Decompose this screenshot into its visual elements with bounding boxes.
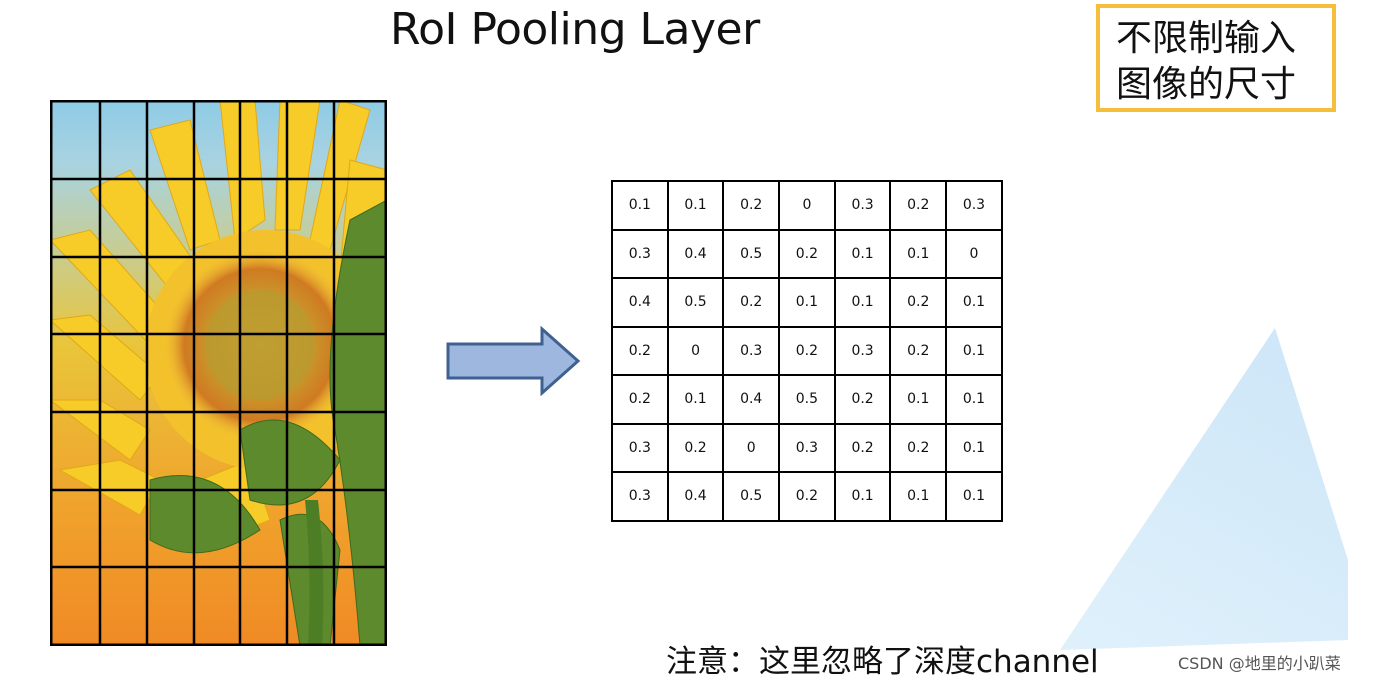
matrix-cell: 0.2: [889, 180, 948, 231]
matrix-cell: 0.3: [611, 471, 669, 522]
matrix-cell: 0.2: [611, 325, 669, 376]
matrix-cell: 0.1: [666, 180, 725, 231]
matrix-cell: 0.1: [889, 471, 948, 522]
matrix-cell: 0.1: [833, 228, 892, 279]
slide-title: RoI Pooling Layer: [390, 4, 760, 55]
matrix-cell: 0.4: [722, 374, 781, 425]
matrix-cell: 0.2: [722, 277, 781, 328]
matrix-cell: 0.2: [778, 325, 836, 376]
matrix-cell: 0: [778, 180, 836, 231]
matrix-cell: 0.1: [611, 180, 669, 231]
matrix-cell: 0.1: [778, 277, 836, 328]
matrix-cell: 0: [722, 422, 781, 473]
matrix-cell: 0.2: [889, 277, 948, 328]
right-arrow-icon: [446, 326, 581, 396]
matrix-cell: 0.2: [722, 180, 781, 231]
matrix-cell: 0.5: [722, 228, 781, 279]
matrix-cell: 0.3: [778, 422, 836, 473]
matrix-cell: 0.5: [666, 277, 725, 328]
matrix-cell: 0.1: [945, 374, 1003, 425]
matrix-cell: 0.3: [611, 422, 669, 473]
matrix-cell: 0.5: [778, 374, 836, 425]
matrix-cell: 0.4: [611, 277, 669, 328]
watermark: CSDN @地里的小趴菜: [1178, 654, 1341, 673]
matrix-cell: 0.3: [833, 180, 892, 231]
matrix-cell: 0.5: [722, 471, 781, 522]
sunflower-image-grid: [50, 100, 387, 646]
matrix-cell: 0.1: [833, 277, 892, 328]
caption: 注意：这里忽略了深度channel: [666, 644, 1099, 680]
matrix-cell: 0.2: [778, 471, 836, 522]
matrix-cell: 0.1: [889, 374, 948, 425]
matrix-cell: 0.2: [889, 325, 948, 376]
matrix-cell: 0.4: [666, 228, 725, 279]
matrix-cell: 0.3: [833, 325, 892, 376]
matrix-cell: 0.3: [722, 325, 781, 376]
matrix-cell: 0.1: [666, 374, 725, 425]
matrix-cell: 0.2: [778, 228, 836, 279]
matrix-cell: 0.2: [611, 374, 669, 425]
note-box: 不限制输入 图像的尺寸: [1096, 4, 1336, 112]
note-line-2: 图像的尺寸: [1116, 64, 1297, 105]
matrix-cell: 0: [666, 325, 725, 376]
matrix-cell: 0.3: [611, 228, 669, 279]
note-line-1: 不限制输入: [1116, 18, 1297, 59]
sunflower-photo: [50, 100, 387, 646]
matrix-cell: 0.1: [833, 471, 892, 522]
matrix-cell: 0.2: [833, 374, 892, 425]
grid-lines: [50, 100, 387, 646]
matrix-cell: 0.2: [666, 422, 725, 473]
matrix-cell: 0.2: [889, 422, 948, 473]
matrix-cell: 0: [945, 228, 1003, 279]
matrix-cell: 0.3: [945, 180, 1003, 231]
matrix-cell: 0.1: [945, 422, 1003, 473]
matrix-cell: 0.4: [666, 471, 725, 522]
matrix-cell: 0.1: [945, 471, 1003, 522]
matrix-cell: 0.1: [945, 325, 1003, 376]
matrix-cell: 0.2: [833, 422, 892, 473]
matrix-cell: 0.1: [945, 277, 1003, 328]
matrix-cell: 0.1: [889, 228, 948, 279]
